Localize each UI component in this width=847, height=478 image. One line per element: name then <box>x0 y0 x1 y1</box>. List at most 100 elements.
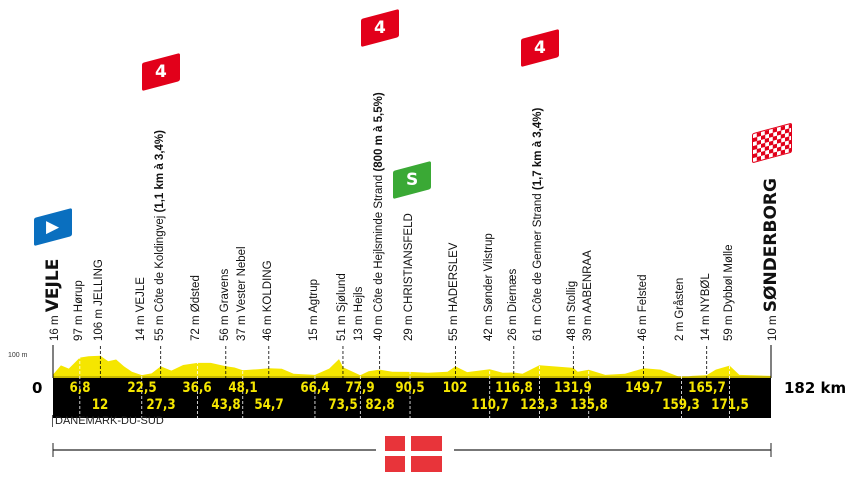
km-label: 6,8 <box>69 380 91 396</box>
location-altitude: 55 m <box>448 312 461 341</box>
location-name: Diernæs <box>506 268 519 313</box>
location-name: Sjølund <box>335 273 348 313</box>
location-name: SØNDERBORG <box>761 178 781 313</box>
location-name: Stollig <box>566 280 579 313</box>
km-label: 159,3 <box>662 397 701 413</box>
location-name: Dybbøl Mølle <box>722 244 735 313</box>
location-name: AABENRAA <box>581 250 594 313</box>
location-name: Côte de Koldingvej <box>153 215 166 313</box>
location-altitude: 46 m <box>261 312 274 341</box>
location-name: VEJLE <box>43 258 63 313</box>
km-band <box>53 378 771 418</box>
location-label: 59 m Dybbøl Mølle <box>723 245 735 342</box>
location-name: JELLING <box>93 259 106 306</box>
location-label: 72 m Ødsted <box>190 275 202 341</box>
location-label: 13 m Hejls <box>353 287 365 341</box>
km-label: 43,8 <box>211 397 241 413</box>
location-label: 29 m CHRISTIANSFELD <box>403 213 415 341</box>
location-name: Sønder Vilstrup <box>482 233 495 313</box>
location-name: Côte de Hejlsminde Strand <box>372 174 385 313</box>
location-label: 61 m Côte de Genner Strand (1,7 km à 3,4… <box>532 108 544 341</box>
location-name: Ødsted <box>190 275 203 313</box>
km-label: 116,8 <box>494 380 533 396</box>
km-label: 36,6 <box>182 380 213 396</box>
location-altitude: 42 m <box>482 312 495 341</box>
location-altitude: 59 m <box>722 312 735 341</box>
location-name: KOLDING <box>261 260 274 313</box>
location-label: 55 m Côte de Koldingvej (1,1 km à 3,4%) <box>154 130 166 341</box>
km-label: 110,7 <box>470 397 509 413</box>
km-label: 73,5 <box>328 397 358 413</box>
location-label: 97 m Hørup <box>73 280 85 341</box>
climb-detail: (1,1 km à 3,4%) <box>153 130 166 216</box>
location-label: 39 m AABENRAA <box>582 250 594 341</box>
location-altitude: 106 m <box>93 305 106 341</box>
elevation-area <box>53 355 771 378</box>
region-label: DANEMARK-DU-SUD <box>52 415 164 427</box>
location-altitude: 14 m <box>699 312 712 341</box>
location-label: 55 m HADERSLEV <box>448 243 460 341</box>
location-label: 16 m VEJLE <box>43 259 63 341</box>
km-label: 48,1 <box>228 380 258 396</box>
location-altitude: 39 m <box>581 312 594 341</box>
location-label: 2 m Gråsten <box>674 278 686 341</box>
km-label: 123,3 <box>520 397 559 413</box>
km-label: 66,4 <box>300 380 330 396</box>
x-end-label: 182 km <box>784 379 847 397</box>
location-altitude: 48 m <box>566 312 579 341</box>
location-altitude: 56 m <box>218 312 231 341</box>
location-label: 40 m Côte de Hejlsminde Strand (800 m à … <box>373 92 385 341</box>
location-label: 51 m Sjølund <box>336 273 348 341</box>
location-name: Felsted <box>636 274 649 313</box>
location-label: 14 m VEJLE <box>135 277 147 341</box>
km-label: 165,7 <box>687 380 726 396</box>
location-label: 10 m SØNDERBORG <box>761 178 781 341</box>
location-name: Gråsten <box>674 277 687 319</box>
denmark-flag-cross-h <box>385 451 442 456</box>
location-altitude: 72 m <box>190 312 203 341</box>
location-label: 14 m NYBØL <box>700 273 712 341</box>
location-altitude: 29 m <box>403 312 416 341</box>
km-label: 12 <box>92 397 109 413</box>
y-tick-100: 100 m <box>8 352 28 359</box>
location-altitude: 15 m <box>307 312 320 341</box>
location-name: Hejls <box>353 286 366 313</box>
km-label: 54,7 <box>254 397 284 413</box>
location-altitude: 55 m <box>153 312 166 341</box>
location-altitude: 61 m <box>532 312 545 341</box>
location-altitude: 37 m <box>235 312 248 341</box>
location-altitude: 46 m <box>636 312 649 341</box>
km-label: 131,9 <box>554 380 593 396</box>
location-name: HADERSLEV <box>448 242 461 313</box>
location-altitude: 51 m <box>335 312 348 341</box>
location-label: 37 m Vester Nebel <box>236 246 248 341</box>
location-altitude: 13 m <box>353 312 366 341</box>
km-label: 135,8 <box>569 397 608 413</box>
location-label: 15 m Agtrup <box>308 279 320 341</box>
x-start-label: 0 <box>32 379 43 397</box>
location-name: Côte de Genner Strand <box>532 193 545 313</box>
climb-detail: (800 m à 5,5%) <box>372 92 385 175</box>
km-label: 77,9 <box>345 380 375 396</box>
location-label: 106 m JELLING <box>93 259 105 341</box>
location-label: 46 m Felsted <box>637 275 649 341</box>
km-label: 22,5 <box>127 380 157 396</box>
location-name: Vester Nebel <box>235 246 248 313</box>
location-altitude: 14 m <box>134 312 147 341</box>
km-label: 90,5 <box>395 380 425 396</box>
location-label: 46 m KOLDING <box>262 260 274 341</box>
location-label: 56 m Gravens <box>219 269 231 341</box>
km-label: 27,3 <box>146 397 176 413</box>
km-label: 149,7 <box>624 380 663 396</box>
location-altitude: 10 m <box>767 312 779 341</box>
location-altitude: 40 m <box>372 312 385 341</box>
climb-detail: (1,7 km à 3,4%) <box>532 107 545 194</box>
location-altitude: 97 m <box>72 312 85 341</box>
location-label: 26 m Diernæs <box>507 269 519 341</box>
km-label: 171,5 <box>710 397 749 413</box>
location-altitude: 26 m <box>506 312 519 341</box>
km-label: 102 <box>442 380 468 396</box>
location-label: 48 m Stollig <box>566 281 578 341</box>
location-name: Agtrup <box>307 278 320 313</box>
